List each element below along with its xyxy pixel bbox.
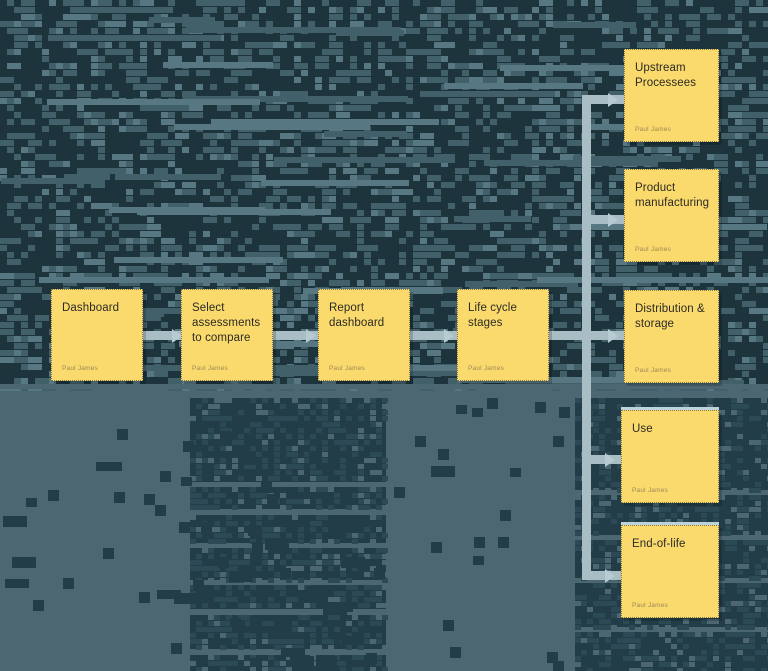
sticky-note-author: Paul James — [192, 365, 228, 372]
arrow-head-report-to-lifecycle — [444, 329, 454, 343]
sticky-note-author: Paul James — [632, 602, 668, 609]
sticky-note-title: Distribution & storage — [635, 303, 705, 330]
sticky-note-title: Use — [632, 423, 653, 435]
sticky-note-author: Paul James — [635, 246, 671, 253]
sticky-note-title: Life cycle stages — [468, 302, 517, 329]
sticky-note-top-highlight — [621, 407, 719, 410]
sticky-note-title: End-of-life — [632, 538, 686, 550]
sticky-note-author: Paul James — [635, 126, 671, 133]
sticky-note-top-highlight — [621, 522, 719, 525]
arrow-head-trunk-to-product-manufacturing — [608, 213, 618, 227]
arrow-head-trunk-to-end-of-life — [605, 569, 615, 583]
connector-report-to-lifecycle[interactable] — [410, 331, 460, 340]
sticky-note-title: Dashboard — [62, 302, 120, 314]
connector-lifecycle-to-trunk[interactable] — [549, 331, 591, 340]
connector-dashboard-to-select[interactable] — [143, 331, 185, 340]
sticky-note-author: Paul James — [468, 365, 504, 372]
sticky-note-title: Report dashboard — [329, 302, 385, 329]
sticky-note-author: Paul James — [62, 365, 98, 372]
sticky-note-author: Paul James — [635, 367, 671, 374]
arrow-head-trunk-to-distribution-storage — [608, 329, 618, 343]
arrow-head-trunk-to-upstream-processes — [608, 93, 618, 107]
arrow-head-select-to-report — [306, 329, 316, 343]
sticky-note-title: Product manufacturing — [635, 182, 710, 209]
connector-trunk-to-distribution-storage[interactable] — [582, 331, 624, 340]
sticky-note-author: Paul James — [329, 365, 365, 372]
sticky-note-author: Paul James — [632, 487, 668, 494]
connector-trunk-to-end-of-life[interactable] — [582, 571, 621, 580]
sticky-note-title: Upstream Processees — [635, 62, 697, 89]
connector-select-to-report[interactable] — [273, 331, 321, 340]
sticky-note-title: Select assessments to compare — [192, 302, 261, 344]
connector-trunk-to-use[interactable] — [582, 455, 621, 464]
arrow-head-dashboard-to-select — [172, 329, 182, 343]
arrow-head-trunk-to-use — [605, 453, 615, 467]
connector-trunk-to-upstream-processes[interactable] — [582, 95, 624, 104]
connector-trunk-to-product-manufacturing[interactable] — [582, 215, 624, 224]
